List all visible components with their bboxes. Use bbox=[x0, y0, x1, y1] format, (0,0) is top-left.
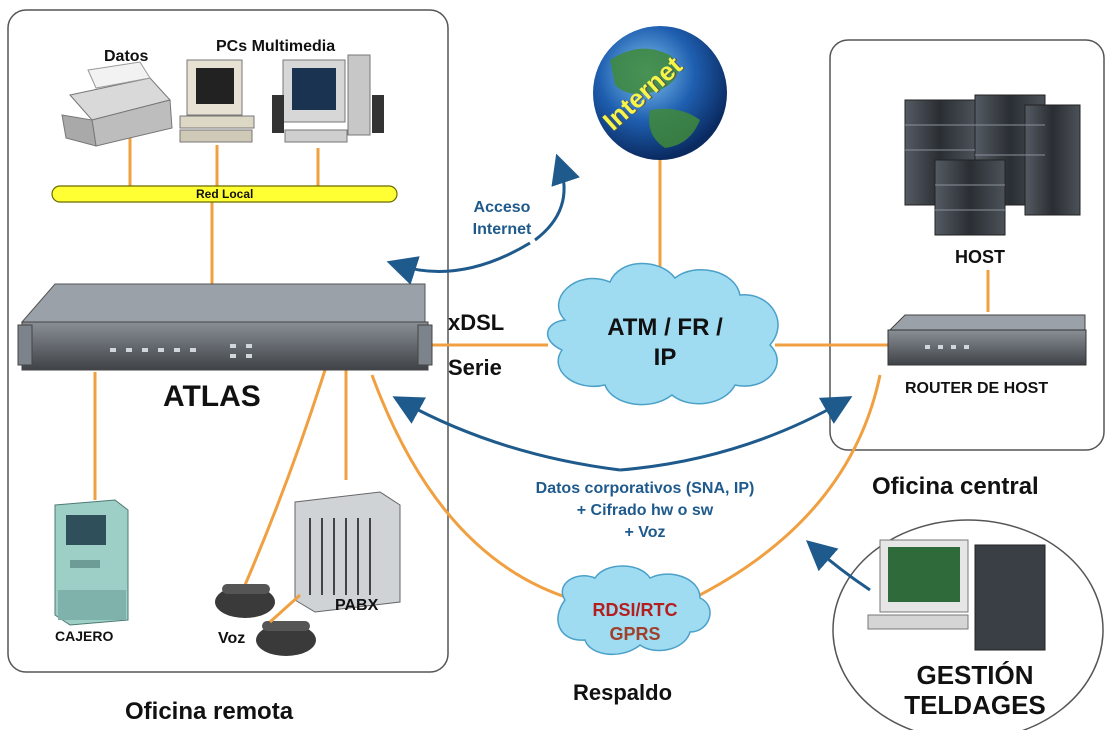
backup-cloud-line-1: RDSI/RTC bbox=[592, 600, 678, 620]
wan-cloud bbox=[547, 262, 779, 406]
printer-icon bbox=[61, 61, 173, 147]
pc-icon-2 bbox=[272, 54, 384, 143]
management-line-2: TELDAGES bbox=[904, 690, 1046, 720]
lan-label: Red Local bbox=[196, 187, 254, 201]
internet-access-label: Acceso Internet bbox=[452, 197, 552, 241]
corporate-data-line-1: Datos corporativos (SNA, IP) bbox=[535, 480, 755, 497]
central-office-title: Oficina central bbox=[872, 473, 1039, 500]
host-label: HOST bbox=[955, 247, 1006, 267]
pc-icon-1 bbox=[179, 59, 255, 143]
corporate-data-line-2: + Cifrado hw o sw bbox=[576, 502, 714, 519]
pcs-label: PCs Multimedia bbox=[216, 38, 336, 55]
router-label: ROUTER DE HOST bbox=[905, 380, 1049, 397]
backup-label: Respaldo bbox=[573, 680, 673, 705]
phone-icon-1 bbox=[215, 584, 275, 618]
remote-office-title: Oficina remota bbox=[125, 698, 294, 725]
internet-access-line-1: Acceso bbox=[473, 199, 531, 216]
serial-label: Serie bbox=[448, 355, 502, 380]
management-label: GESTIÓN TELDAGES bbox=[880, 660, 1070, 720]
printer-label: Datos bbox=[104, 48, 149, 65]
wan-cloud-text-line-1: ATM / FR / bbox=[607, 314, 723, 341]
central-office-panel bbox=[829, 39, 1105, 451]
flow-arrows bbox=[386, 153, 871, 592]
atlas-device-icon bbox=[17, 283, 433, 371]
pabx-label: PABX bbox=[335, 597, 379, 614]
backup-cloud-text: RDSI/RTC GPRS bbox=[570, 598, 700, 646]
host-servers-icon bbox=[904, 94, 1081, 236]
internet-globe-icon bbox=[593, 26, 727, 160]
backup-cloud-line-2: GPRS bbox=[609, 624, 661, 644]
voz-phone-label: Voz bbox=[218, 630, 246, 647]
cajero-label: CAJERO bbox=[55, 628, 114, 644]
corporate-data-line-3: + Voz bbox=[624, 524, 666, 541]
remote-office-panel bbox=[7, 9, 449, 673]
phone-icon-2 bbox=[256, 621, 316, 656]
xdsl-label: xDSL bbox=[448, 310, 505, 335]
management-workstation-icon bbox=[867, 539, 1046, 651]
wan-cloud-text: ATM / FR / IP bbox=[585, 313, 745, 373]
lan-bus bbox=[51, 185, 398, 203]
pabx-icon bbox=[294, 491, 401, 613]
management-line-1: GESTIÓN bbox=[916, 660, 1034, 690]
host-router-icon bbox=[887, 314, 1087, 366]
cajero-icon bbox=[54, 499, 129, 626]
atlas-label: ATLAS bbox=[163, 380, 261, 413]
management-circle bbox=[832, 519, 1104, 730]
wan-cloud-text-line-2: IP bbox=[653, 344, 677, 371]
link-lines bbox=[93, 128, 990, 602]
backup-cloud bbox=[557, 565, 711, 656]
corporate-data-label: Datos corporativos (SNA, IP) + Cifrado h… bbox=[495, 478, 795, 544]
internet-access-line-2: Internet bbox=[472, 221, 532, 238]
